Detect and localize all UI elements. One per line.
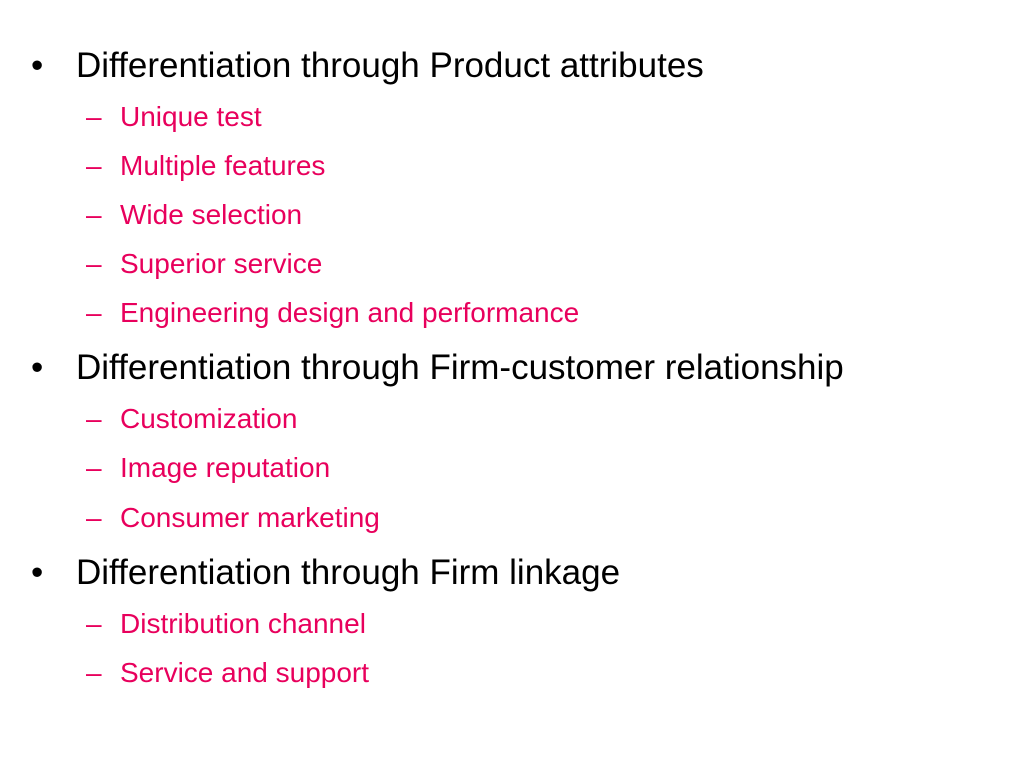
dash-marker: – [86,403,102,434]
sub-item-image-reputation: – Image reputation [0,450,1000,486]
dash-marker: – [86,199,102,230]
bullet-product-attributes: • Differentiation through Product attrib… [0,43,1000,89]
sub-item-label: Image reputation [120,452,331,483]
bullet-dot: • [31,46,44,85]
sub-item-label: Wide selection [120,199,303,230]
sub-item-superior-service: – Superior service [0,246,1000,282]
dash-marker: – [86,248,102,279]
bullet-heading: Differentiation through Firm linkage [76,553,621,592]
sub-item-consumer-marketing: – Consumer marketing [0,500,1000,536]
sub-item-wide-selection: – Wide selection [0,197,1000,233]
bullet-dot: • [31,553,44,592]
dash-marker: – [86,502,102,533]
bullet-heading: Differentiation through Product attribut… [76,46,704,85]
sub-item-label: Multiple features [120,150,326,181]
sub-item-engineering-design: – Engineering design and performance [0,295,1000,331]
sub-item-label: Distribution channel [120,608,366,639]
sub-item-service-and-support: – Service and support [0,655,1000,691]
bullet-heading: Differentiation through Firm-customer re… [76,348,844,387]
sub-item-label: Consumer marketing [120,502,380,533]
bullet-dot: • [31,348,44,387]
sub-item-unique-test: – Unique test [0,99,1000,135]
dash-marker: – [86,297,102,328]
bullet-firm-linkage: • Differentiation through Firm linkage [0,550,1000,596]
sub-item-distribution-channel: – Distribution channel [0,606,1000,642]
dash-marker: – [86,150,102,181]
sub-item-label: Superior service [120,248,323,279]
dash-marker: – [86,657,102,688]
dash-marker: – [86,608,102,639]
sub-item-label: Engineering design and performance [120,297,580,328]
sub-item-label: Customization [120,403,298,434]
sub-item-label: Unique test [120,101,262,132]
bullet-firm-customer-relationship: • Differentiation through Firm-customer … [0,345,1000,391]
dash-marker: – [86,452,102,483]
sub-item-multiple-features: – Multiple features [0,148,1000,184]
dash-marker: – [86,101,102,132]
sub-item-customization: – Customization [0,401,1000,437]
sub-item-label: Service and support [120,657,370,688]
